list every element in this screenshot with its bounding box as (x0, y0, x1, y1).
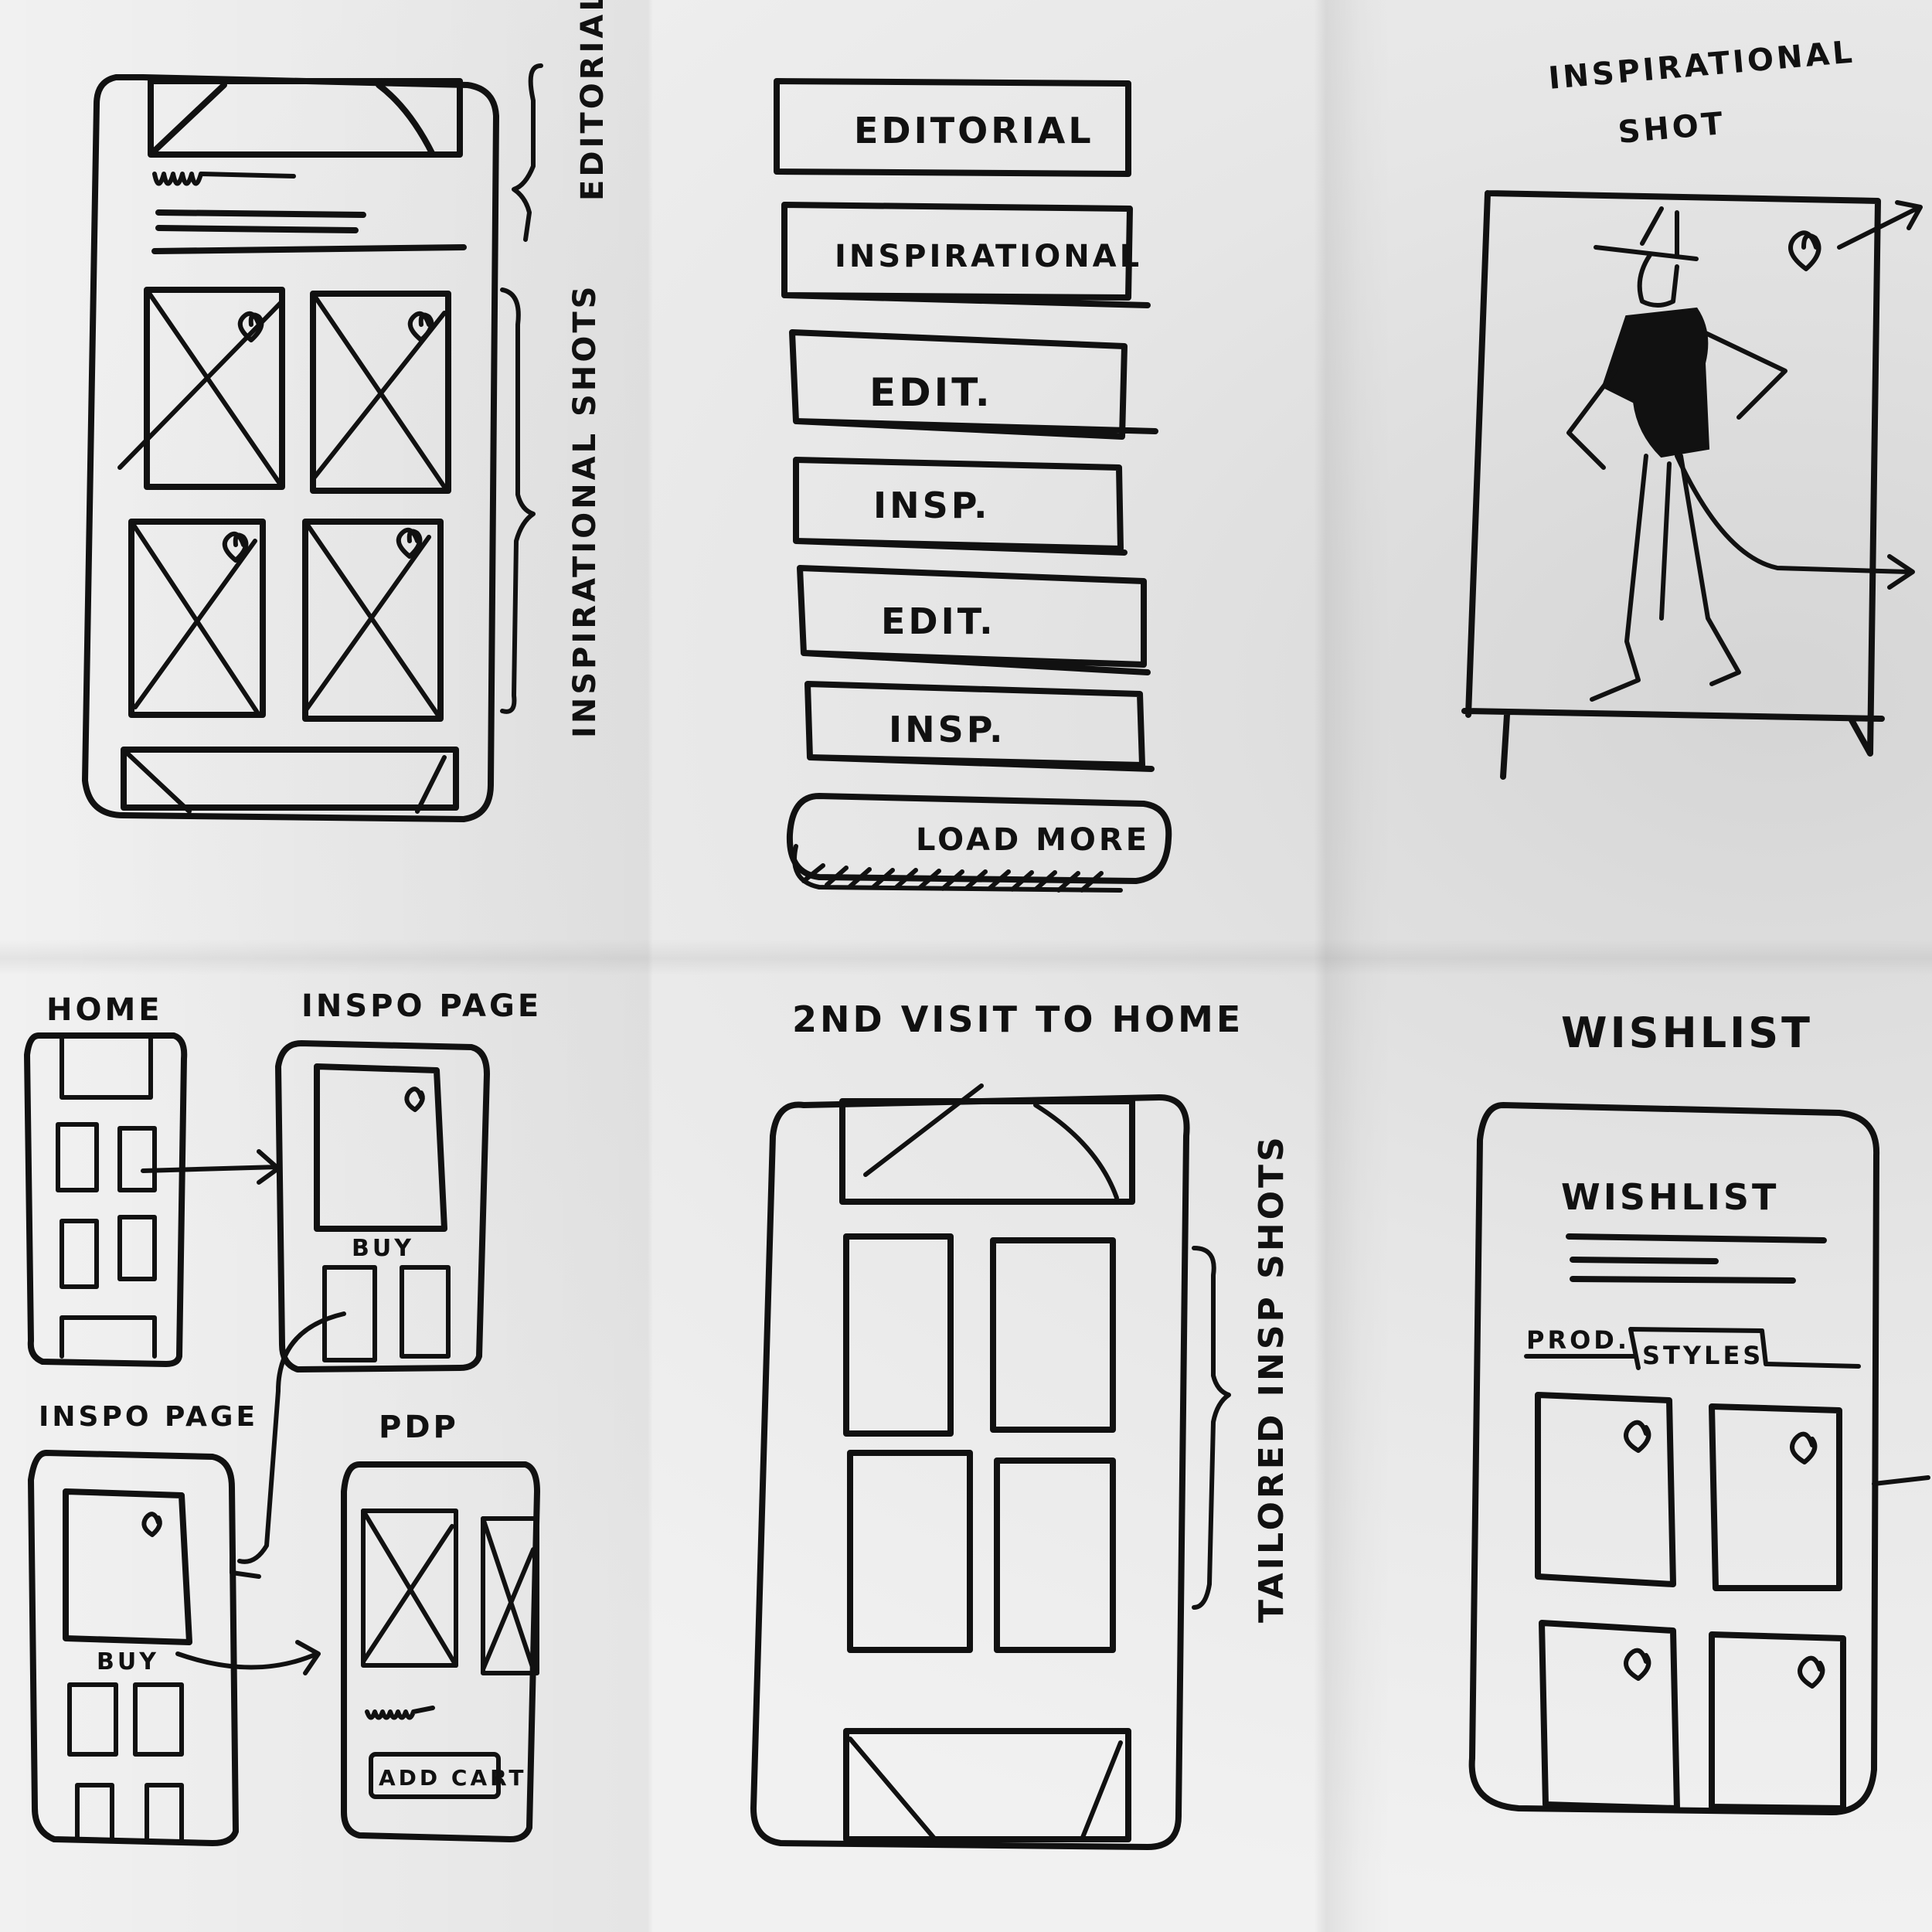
inspirational-shot: INSPIRATIONAL SHOT (1464, 34, 1920, 777)
flow-home-label: HOME (46, 992, 163, 1028)
tab-products[interactable]: PROD. (1526, 1325, 1634, 1356)
arrow-right-icon (1677, 456, 1913, 587)
list-item-edit-2: EDIT. (800, 568, 1148, 672)
label-tailored-insp-shots: TAILORED INSP SHOTS (1252, 1134, 1291, 1623)
list-item-label: EDITORIAL (854, 110, 1094, 151)
brace-tailored (1194, 1248, 1229, 1607)
flow-inspo-phone-2: BUY (31, 1453, 318, 1843)
flow-pdp-phone: ADD CART (344, 1464, 537, 1839)
home-image-tile-1 (120, 290, 282, 487)
inspirational-shot-subtitle: SHOT (1617, 106, 1727, 151)
content-list: EDITORIAL INSPIRATIONAL EDIT. INSP. EDIT… (777, 81, 1168, 890)
label-editorial: EDITORIAL (575, 0, 611, 201)
heart-icon (1626, 1651, 1648, 1679)
flow-inspo-page-label-2: INSPO PAGE (39, 1401, 258, 1433)
flow-pdp-label: PDP (379, 1410, 459, 1445)
brace-editorial (514, 66, 541, 240)
list-item-label: INSP. (873, 485, 991, 526)
tab-products-label: PROD. (1526, 1325, 1630, 1355)
wishlist-item-2[interactable] (1712, 1406, 1839, 1588)
home-wireframe (85, 77, 496, 819)
flow-buy-label: BUY (352, 1235, 414, 1262)
second-visit-title: 2ND VISIT TO HOME (792, 998, 1243, 1040)
flow-buy-label-2: BUY (97, 1648, 159, 1675)
heart-icon (1792, 1434, 1815, 1462)
add-cart-label: ADD CART (379, 1765, 527, 1791)
user-flow: HOME INSPO PAGE INSPO PAGE PDP BUY (27, 988, 542, 1843)
add-to-cart-button[interactable]: ADD CART (371, 1754, 527, 1797)
flow-inspo-page-label: INSPO PAGE (301, 988, 542, 1024)
wishlist-heading: WISHLIST (1561, 1176, 1779, 1218)
list-item-insp: INSP. (796, 460, 1124, 553)
heart-icon (406, 1089, 422, 1110)
load-more-button[interactable]: LOAD MORE (790, 796, 1168, 890)
arrow-right-icon (178, 1642, 318, 1673)
list-item-label: INSPIRATIONAL (835, 239, 1142, 274)
wishlist-item-1[interactable] (1538, 1395, 1673, 1584)
heart-icon (144, 1514, 159, 1535)
list-item-label: INSP. (889, 709, 1006, 750)
list-item-label: EDIT. (881, 600, 996, 642)
flow-inspo-phone: BUY (232, 1043, 487, 1577)
tab-styles[interactable]: STYLES (1631, 1329, 1859, 1370)
load-more-label: LOAD MORE (916, 822, 1150, 858)
inspirational-shot-title: INSPIRATIONAL (1547, 34, 1857, 97)
list-item-label: EDIT. (869, 370, 993, 415)
home-image-tile-2 (313, 294, 448, 491)
flow-home-phone (27, 1036, 278, 1364)
wishlist-title: WISHLIST (1561, 1009, 1813, 1057)
home-image-tile-3 (131, 522, 263, 715)
home-image-tile-4 (305, 522, 440, 719)
list-item-insp-2: INSP. (808, 684, 1151, 769)
list-item-edit: EDIT. (792, 332, 1155, 437)
brace-inspirational (502, 290, 533, 712)
list-item-inspirational: INSPIRATIONAL (784, 205, 1148, 305)
heart-icon (1626, 1423, 1648, 1451)
tab-styles-label: STYLES (1642, 1341, 1764, 1370)
wishlist-item-3[interactable] (1542, 1623, 1677, 1808)
wishlist-item-4[interactable] (1712, 1634, 1843, 1808)
label-inspirational-shots: INSPIRATIONAL SHOTS (567, 284, 603, 738)
second-visit-wireframe: 2ND VISIT TO HOME TAILORED INSP SHOTS (753, 998, 1291, 1847)
heart-icon (1791, 233, 1818, 269)
heart-icon (1800, 1658, 1822, 1686)
wishlist-wireframe: WISHLIST WISHLIST PROD. STYLES (1472, 1009, 1928, 1812)
list-item-editorial: EDITORIAL (777, 81, 1128, 174)
arrow-right-icon (143, 1151, 278, 1182)
